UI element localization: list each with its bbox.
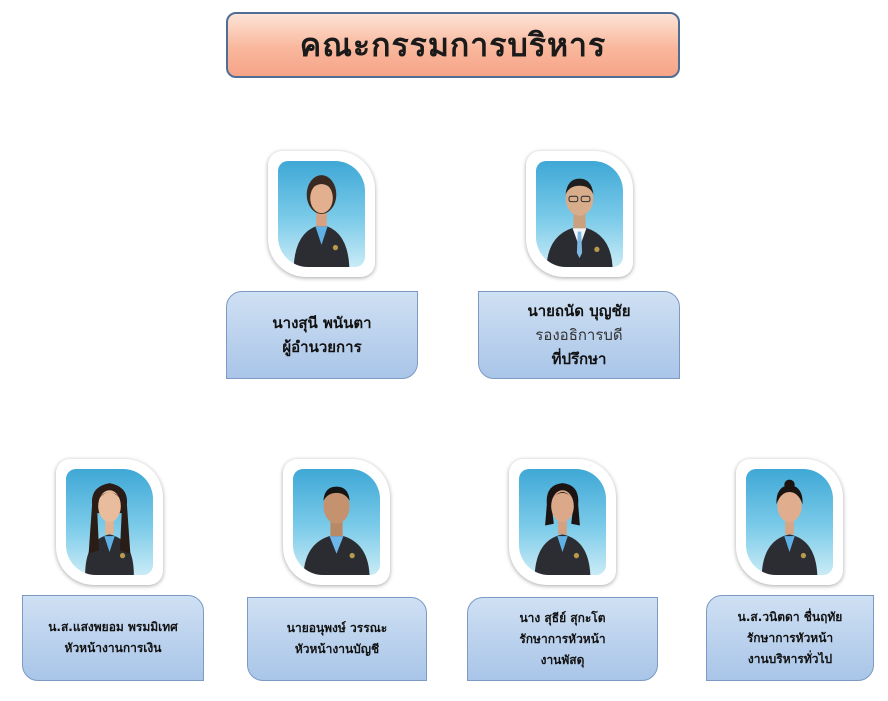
member-position: หัวหน้างานบัญชี [294,642,380,656]
photo-frame-supplies [509,459,616,585]
member-role: งานบริหารทั่วไป [747,651,833,666]
member-position: รองอธิการบดี [535,326,623,344]
member-position: หัวหน้างานการเงิน [64,641,162,655]
woman-portrait-photo [66,469,153,575]
photo-frame-accounting [283,459,390,585]
man-portrait-photo [536,161,623,267]
member-name: น.ส.วนิตดา ชื่นฤทัย [737,609,843,624]
member-card-accounting: นายอนุพงษ์ วรรณะ หัวหน้างานบัญชี [247,597,427,681]
member-position: ผู้อำนวยการ [282,338,362,356]
member-card-general-admin: น.ส.วนิตดา ชื่นฤทัย รักษาการหัวหน้า งานบ… [706,595,874,681]
member-card-director: นางสุนี พนันตา ผู้อำนวยการ [226,291,418,379]
man-portrait-photo [293,469,380,575]
title-banner: คณะกรรมการบริหาร [226,12,680,78]
member-role: ที่ปรึกษา [551,350,607,368]
photo-frame-general-admin [736,459,843,585]
woman-portrait-photo [519,469,606,575]
photo-frame-advisor [526,151,633,277]
member-name: นางสุนี พนันตา [272,314,372,332]
member-role: งานพัสดุ [540,652,585,667]
photo-frame-finance [56,459,163,585]
page-title: คณะกรรมการบริหาร [299,25,607,64]
woman-portrait-photo [746,469,833,575]
member-card-advisor: นายถนัด บุญชัย รองอธิการบดี ที่ปรึกษา [478,291,680,379]
member-name: น.ส.แสงพยอม พรมมิเทศ [48,620,178,634]
member-card-finance: น.ส.แสงพยอม พรมมิเทศ หัวหน้างานการเงิน [22,595,204,681]
member-name: นายอนุพงษ์ วรรณะ [286,621,388,635]
member-name: นายถนัด บุญชัย [527,302,631,320]
woman-portrait-photo [278,161,365,267]
member-position: รักษาการหัวหน้า [746,630,834,645]
member-card-supplies: นาง สุธีย์ สุกะโต รักษาการหัวหน้า งานพัส… [467,597,658,681]
photo-frame-director [268,151,375,277]
member-name: นาง สุธีย์ สุกะโต [519,610,606,625]
member-position: รักษาการหัวหน้า [519,631,606,646]
